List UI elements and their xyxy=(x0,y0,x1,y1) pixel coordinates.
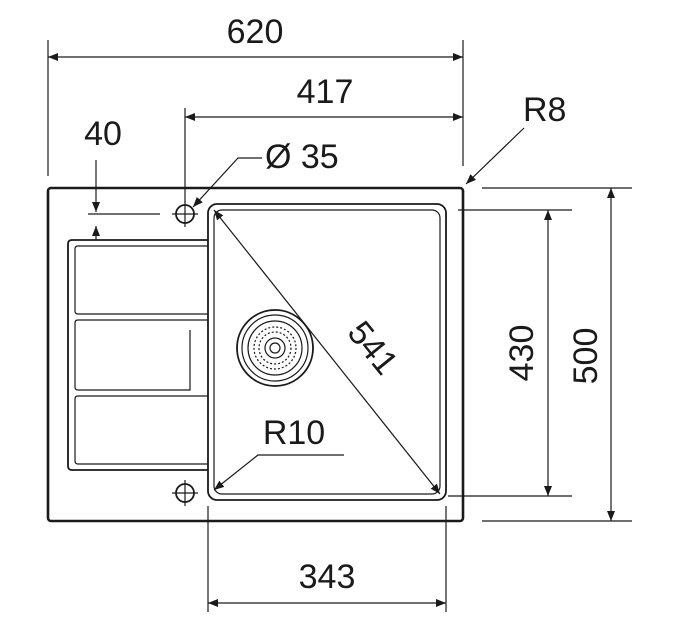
outer-radius-label: R8 xyxy=(523,91,566,129)
dimension-tap-hole-diameter: Ø 35 xyxy=(192,138,339,208)
dimension-overall-width: 620 xyxy=(47,13,464,176)
tap-hole-diameter-label: Ø 35 xyxy=(265,138,339,176)
sink-outer-edge xyxy=(46,186,465,523)
tap-hole-top xyxy=(172,201,198,227)
overall-height-label: 500 xyxy=(567,328,605,385)
overall-width-label: 620 xyxy=(227,13,284,51)
dimension-bowl-offset-width: 417 xyxy=(184,73,463,202)
drainboard-rib-2 xyxy=(74,319,208,391)
drain-strainer-icon xyxy=(236,309,314,387)
dimension-overall-height: 500 xyxy=(482,187,632,522)
dimension-hole-offset: 40 xyxy=(84,115,160,240)
bowl-diagonal-label: 541 xyxy=(340,314,405,382)
sink-outline xyxy=(46,186,465,523)
dimension-bowl-radius: R10 xyxy=(213,414,344,491)
bowl-radius-label: R10 xyxy=(263,414,325,452)
bowl-outer-rim xyxy=(207,203,447,501)
bowl-height-label: 430 xyxy=(503,325,541,382)
drainboard-rib-3 xyxy=(74,395,208,465)
drainboard-rib-1 xyxy=(74,245,208,315)
drainboard-frame xyxy=(67,239,208,471)
dimension-outer-radius: R8 xyxy=(465,91,566,185)
bowl-width-label: 343 xyxy=(299,558,356,596)
hole-offset-label: 40 xyxy=(84,115,122,153)
bowl-offset-width-label: 417 xyxy=(297,73,354,111)
dimension-bowl-width: 343 xyxy=(207,506,447,612)
dimension-bowl-height: 430 xyxy=(448,209,572,497)
tap-hole-bottom xyxy=(172,480,198,506)
drainboard xyxy=(67,239,208,471)
